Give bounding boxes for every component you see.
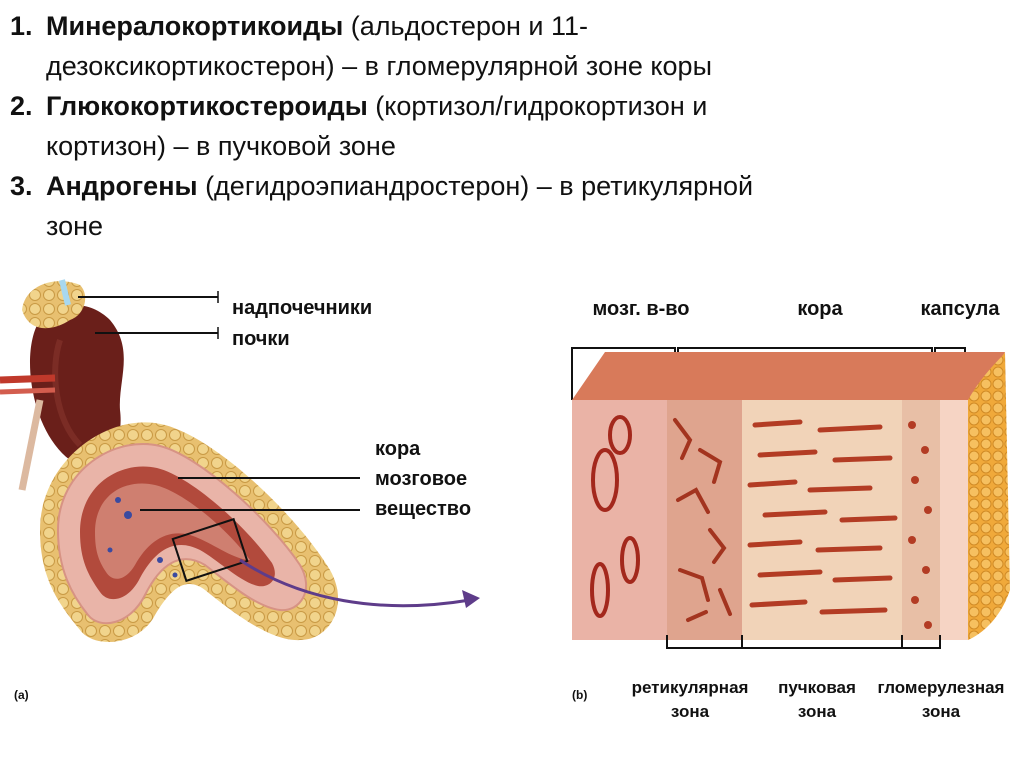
figure-a-illustration bbox=[0, 279, 480, 642]
list-text: зоне bbox=[46, 211, 104, 241]
list-term: Минералокортикоиды bbox=[46, 11, 344, 41]
adrenal-section-drawing bbox=[40, 422, 339, 642]
list-text: (альдостерон и 11- bbox=[343, 11, 588, 41]
list-term: Глюкокортикостероиды bbox=[46, 91, 368, 121]
list-text: (дегидроэпиандростерон) – в ретикулярной bbox=[197, 171, 754, 201]
panel-a-label: (a) bbox=[14, 688, 29, 702]
adrenal-gland-drawing bbox=[22, 279, 86, 329]
list-term: Андрогены bbox=[46, 171, 198, 201]
glomerular-zone-layer bbox=[902, 400, 940, 640]
list-item-androgens: 3. Андрогены (дегидроэпиандростерон) – в… bbox=[10, 166, 1010, 246]
medulla-label-a-2: вещество bbox=[375, 498, 472, 520]
list-number: 1. bbox=[10, 11, 33, 41]
panel-b-label: (b) bbox=[572, 688, 588, 702]
zoom-arrow bbox=[239, 558, 471, 608]
medulla-label-b: мозг. в-во bbox=[592, 298, 690, 320]
list-item-mineralocorticoids: 1. Минералокортикоиды (альдостерон и 11-… bbox=[10, 6, 1010, 86]
list-text: кортизон) – в пучковой зоне bbox=[46, 131, 396, 161]
kidney-drawing bbox=[0, 305, 124, 491]
reticular-zone-layer bbox=[667, 400, 742, 640]
cortex-label-b: кора bbox=[797, 298, 843, 320]
fascicular-zone-label-1: пучковая bbox=[778, 678, 856, 697]
capsule-layer bbox=[940, 400, 968, 640]
medulla-label-a-1: мозговое bbox=[375, 468, 468, 490]
cortex-label-a: кора bbox=[375, 438, 421, 460]
reticular-zone-label-1: ретикулярная bbox=[631, 678, 749, 697]
figure-b-tissue-block bbox=[571, 347, 1010, 649]
medulla-layer bbox=[572, 400, 667, 640]
adrenal-label: надпочечники bbox=[232, 297, 373, 319]
list-number: 3. bbox=[10, 171, 33, 201]
list-item-glucocorticoids: 2. Глюкокортикостероиды (кортизол/гидрок… bbox=[10, 86, 1010, 166]
list-number: 2. bbox=[10, 91, 33, 121]
list-text: дезоксикортикостерон) – в гломерулярной … bbox=[46, 51, 712, 81]
reticular-zone-label-2: зона bbox=[670, 702, 710, 721]
hormone-list: 1. Минералокортикоиды (альдостерон и 11-… bbox=[10, 6, 1010, 246]
glomerular-zone-label-1: гломерулезная bbox=[877, 678, 1005, 697]
list-text: (кортизол/гидрокортизон и bbox=[367, 91, 708, 121]
kidney-label: почки bbox=[232, 328, 290, 350]
glomerular-zone-label-2: зона bbox=[921, 702, 961, 721]
fascicular-zone-label-2: зона bbox=[797, 702, 837, 721]
capsule-label-b: капсула bbox=[920, 298, 1000, 320]
